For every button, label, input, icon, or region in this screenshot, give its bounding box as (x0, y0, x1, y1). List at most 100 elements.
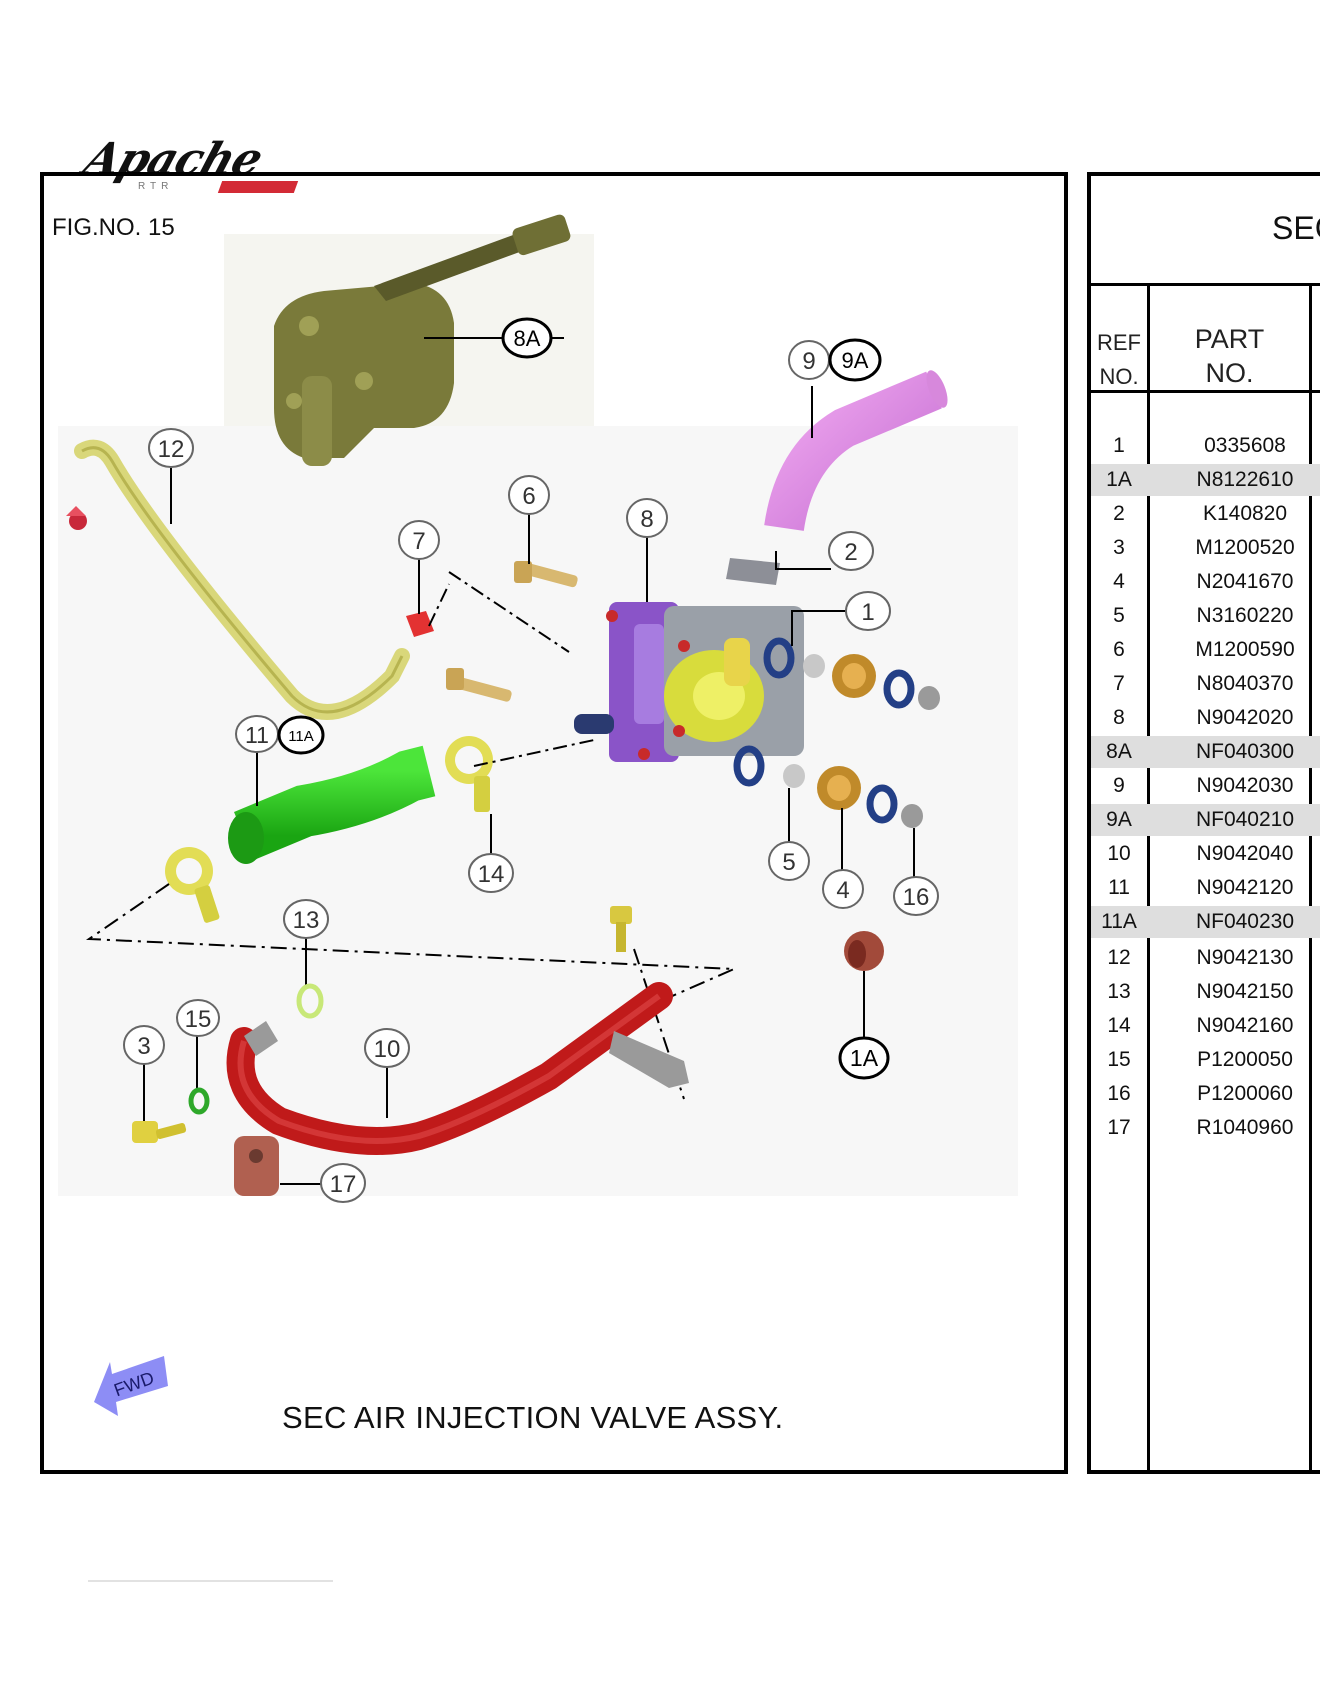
part-no-cell: N9042030 (1196, 774, 1294, 797)
callout-9a: 9A (828, 338, 882, 382)
part-red-clip (66, 506, 87, 530)
svg-text:11A: 11A (288, 728, 314, 745)
part-10-red-pipe (226, 982, 689, 1155)
part-9-pink-hose (764, 370, 948, 532)
ref-no-cell: 11 (1108, 876, 1130, 899)
part-12-yellow-pipe (74, 439, 410, 720)
ref-no-cell: 2 (1113, 502, 1125, 525)
part-no-cell: M1200520 (1195, 536, 1295, 559)
svg-text:9: 9 (802, 348, 815, 375)
part-8a-valve-assembly (274, 214, 571, 466)
part-no-cell: N9042160 (1196, 1014, 1294, 1037)
table-row: 15 P1200050 (1091, 1044, 1320, 1076)
part-13-o-ring (296, 936, 324, 1019)
svg-text:7: 7 (412, 528, 425, 555)
part-no-cell: N9042020 (1196, 706, 1294, 729)
table-column-divider-1 (1147, 283, 1150, 1470)
table-row: 13 N9042150 (1091, 976, 1320, 1008)
callout-17: 17 (320, 1163, 366, 1203)
ref-no-cell: 7 (1113, 672, 1125, 695)
table-row: 9A NF040210 (1091, 804, 1320, 836)
part-no-cell: N9042040 (1196, 842, 1294, 865)
figure-number: FIG.NO. 15 (52, 214, 175, 241)
callout-13: 13 (283, 899, 329, 939)
svg-text:2: 2 (844, 539, 857, 566)
part-no-cell: N9042150 (1196, 980, 1294, 1003)
ref-no-cell: 17 (1107, 1116, 1131, 1139)
svg-text:3: 3 (137, 1033, 150, 1060)
part-no-cell: R1040960 (1196, 1116, 1294, 1139)
svg-text:15: 15 (185, 1006, 212, 1033)
parts-table-frame (1087, 172, 1320, 1474)
washer-stack-lower (733, 745, 923, 879)
callout-5: 5 (768, 841, 810, 881)
callout-7: 7 (398, 520, 440, 560)
ref-no-cell: 9 (1113, 774, 1125, 797)
part-no-cell: NF040210 (1195, 808, 1295, 831)
ref-no-cell: 4 (1113, 570, 1125, 593)
figure-caption: SEC AIR INJECTION VALVE ASSY. (282, 1400, 784, 1435)
svg-text:8A: 8A (514, 326, 541, 351)
part-no-cell: N3160220 (1196, 604, 1294, 627)
part-no-cell: K140820 (1202, 502, 1288, 525)
part-7-clip (406, 558, 570, 653)
ref-no-cell: 13 (1107, 980, 1131, 1003)
table-row: 3 M1200520 (1091, 532, 1320, 564)
ref-no-cell: 3 (1113, 536, 1125, 559)
callout-6: 6 (508, 475, 550, 515)
callout-1: 1 (845, 591, 891, 631)
ref-no-cell: 10 (1107, 842, 1131, 865)
logo-subtext: RTR (138, 180, 313, 194)
part-no-cell: NF040300 (1195, 740, 1295, 763)
ref-no-cell: 8 (1113, 706, 1125, 729)
part-no-cell: N8122610 (1196, 468, 1294, 491)
svg-text:14: 14 (478, 861, 505, 888)
callout-3: 3 (123, 1025, 165, 1065)
part-bolt-lower (446, 668, 512, 702)
svg-text:12: 12 (158, 436, 185, 463)
ref-no-cell: 9A (1106, 808, 1132, 831)
callout-16: 16 (893, 876, 939, 916)
svg-text:10: 10 (374, 1036, 401, 1063)
part-15-washer (188, 1034, 210, 1115)
ref-no-cell: 11A (1101, 910, 1137, 933)
callout-9: 9 (788, 340, 830, 380)
svg-text:6: 6 (522, 483, 535, 510)
apache-logo: Apache RTR (78, 132, 323, 204)
part-no-cell: P1200050 (1197, 1048, 1293, 1071)
svg-text:1A: 1A (850, 1045, 879, 1071)
svg-text:16: 16 (903, 884, 930, 911)
table-row: 6 M1200590 (1091, 634, 1320, 666)
table-row: 8 N9042020 (1091, 702, 1320, 734)
part-no-cell: 0335608 (1204, 434, 1286, 457)
ref-no-cell: 6 (1113, 638, 1125, 661)
table-row: 17 R1040960 (1091, 1112, 1320, 1144)
ref-no-cell: 16 (1107, 1082, 1131, 1105)
table-row: 4 N2041670 (1091, 566, 1320, 598)
callout-12: 12 (148, 428, 194, 468)
ref-no-cell: 1 (1113, 434, 1125, 457)
ref-no-cell: 8A (1106, 740, 1132, 763)
svg-text:13: 13 (293, 907, 320, 934)
part-3-bolt (132, 1061, 187, 1143)
part-2-clamp-plate (726, 551, 831, 585)
part-11-green-hose (228, 745, 436, 864)
part-no-cell: P1200060 (1197, 1082, 1293, 1105)
part-no-cell: N2041670 (1196, 570, 1294, 593)
callout-11: 11 (235, 715, 279, 753)
part-no-cell: N8040370 (1196, 672, 1294, 695)
table-header-divider (1091, 390, 1320, 393)
ref-no-cell: 15 (1107, 1048, 1131, 1071)
callout-11a: 11A (277, 715, 325, 755)
part-no-cell: M1200590 (1195, 638, 1295, 661)
footer-mark (88, 1580, 333, 1582)
svg-text:4: 4 (836, 877, 849, 904)
table-column-divider-2 (1309, 283, 1312, 1470)
callout-2: 2 (828, 531, 874, 571)
